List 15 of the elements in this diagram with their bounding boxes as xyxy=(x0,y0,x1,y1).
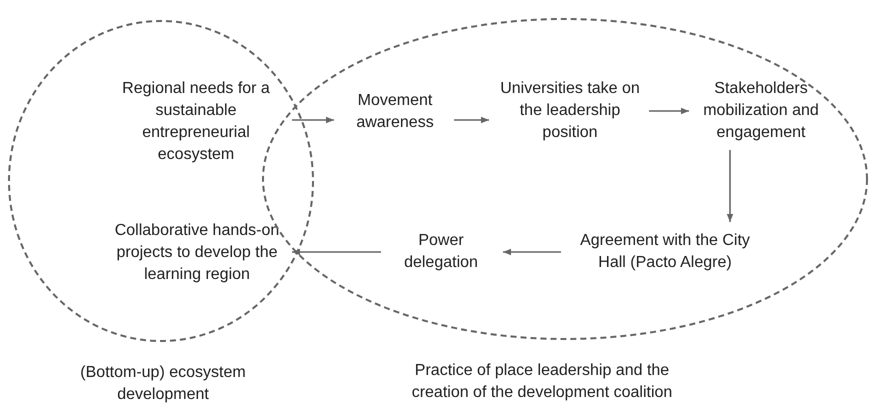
step-label: Regional needs for a sustainable entrepreneurial ecosystem xyxy=(121,79,271,165)
arrow xyxy=(503,248,561,256)
group-caption: Practice of place leadership and the creation of the development coalition xyxy=(410,361,674,403)
arrow xyxy=(726,150,734,222)
step-label: Movement awareness xyxy=(355,91,435,133)
arrow xyxy=(292,248,381,256)
step-label: Collaborative hands-on projects to develop the learning region xyxy=(114,221,280,285)
step-label: Agreement with the City Hall (Pacto Alegre) xyxy=(579,231,751,273)
step-label: Power delegation xyxy=(403,231,479,273)
step-label: Stakeholders mobilization and engagement xyxy=(702,79,820,143)
arrow xyxy=(454,116,489,124)
step-label: Universities take on the leadership position xyxy=(499,79,641,143)
group-caption: (Bottom-up) ecosystem development xyxy=(79,363,247,405)
arrow xyxy=(292,116,334,124)
arrow xyxy=(649,108,689,114)
